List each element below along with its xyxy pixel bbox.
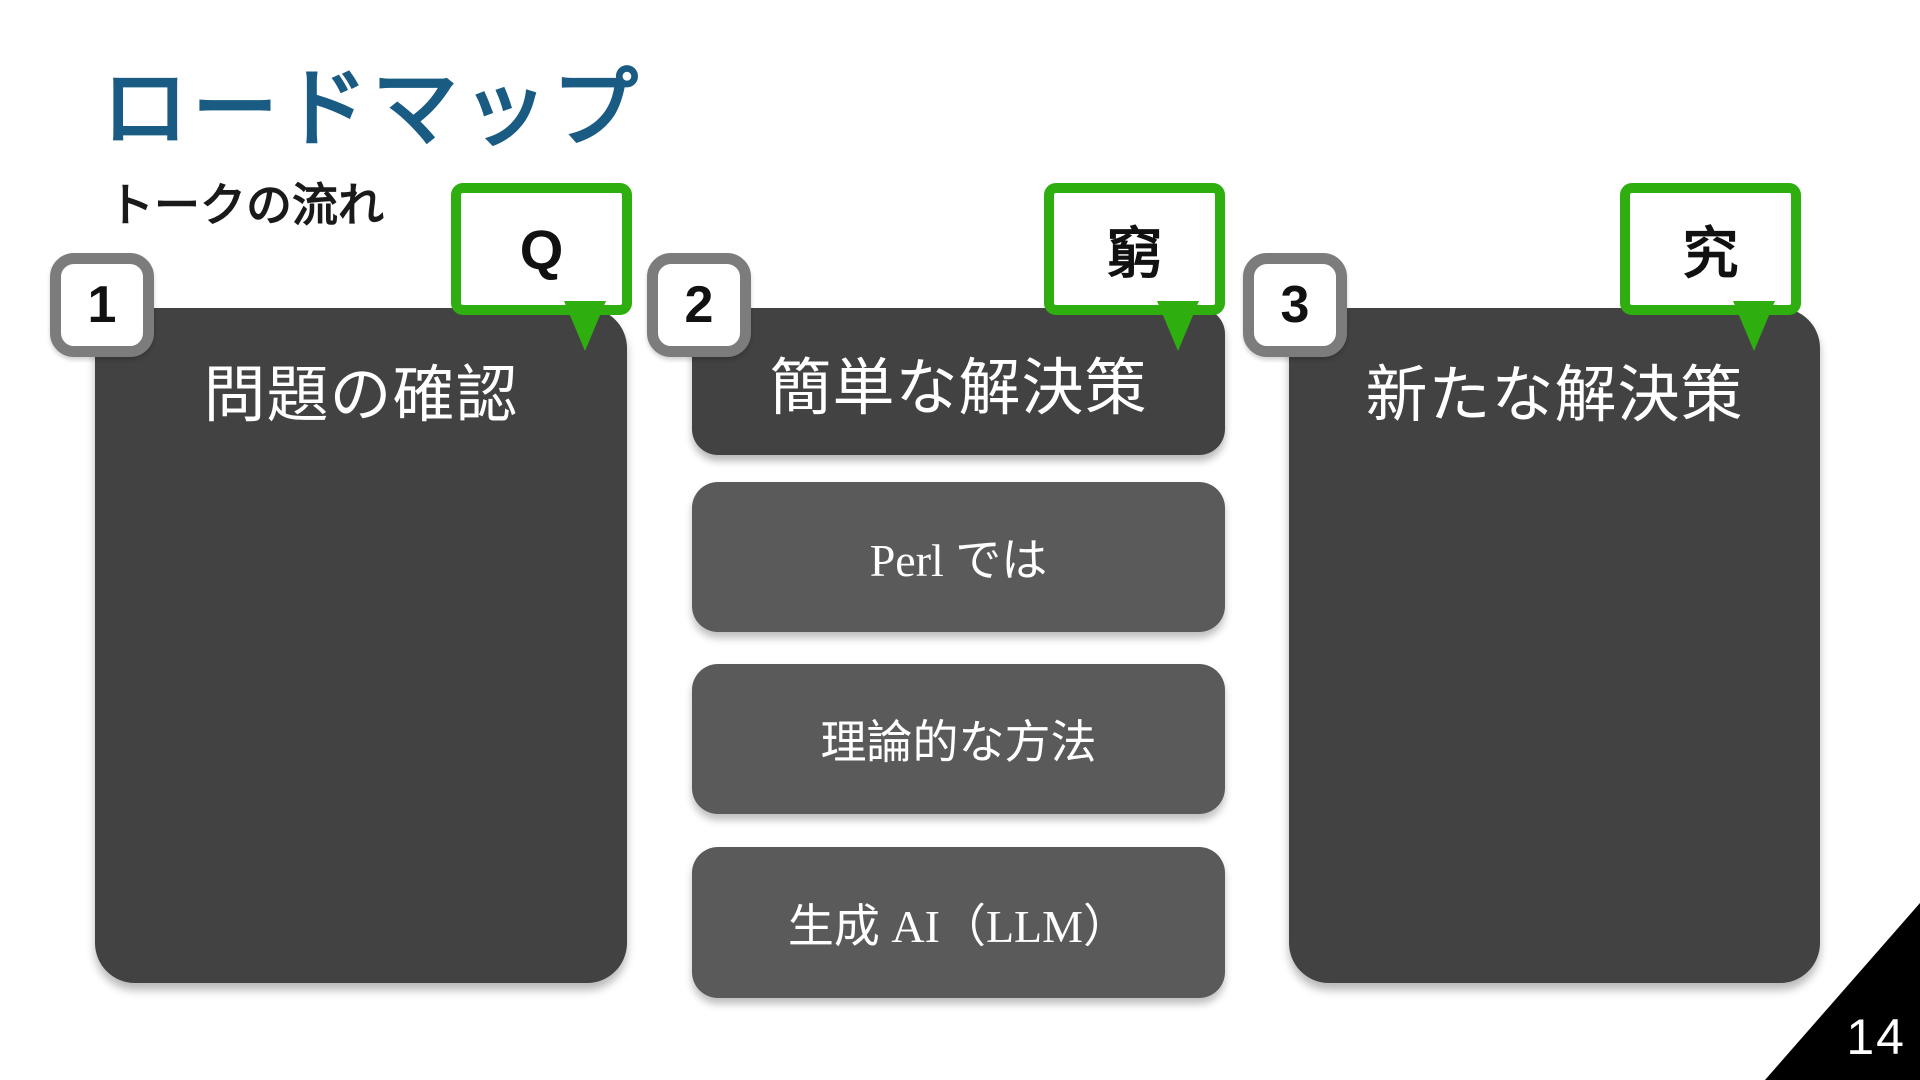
step-1-header: 問題の確認 <box>203 361 519 430</box>
step-2-item-theory-label: 理論的な方法 <box>820 717 1097 768</box>
slide-subtitle: トークの流れ <box>108 180 384 231</box>
step-2-item-theory: 理論的な方法 <box>692 664 1225 814</box>
callout-tail <box>1733 301 1775 351</box>
slide-title: ロードマップ <box>102 61 642 157</box>
step-1-number: 1 <box>87 276 117 334</box>
callout-tail <box>1157 301 1199 351</box>
step-2-callout-text: 窮 <box>1106 221 1163 285</box>
step-3-panel: 新たな解決策 <box>1289 308 1820 983</box>
step-2-header: 簡単な解決策 <box>769 353 1148 423</box>
callout-tail <box>564 301 606 351</box>
step-2-item-genai: 生成 AI（LLM） <box>692 847 1225 998</box>
step-1-number-badge: 1 <box>50 253 154 357</box>
page-number: 14 <box>1846 1009 1906 1065</box>
step-1-callout-bubble: Q <box>451 183 632 351</box>
step-2-header-box: 簡単な解決策 <box>692 308 1225 455</box>
step-2-item-perl: Perl では <box>692 482 1225 632</box>
step-1-callout-text: Q <box>519 217 564 281</box>
step-3-number: 3 <box>1280 276 1310 334</box>
step-2-item-genai-label: 生成 AI（LLM） <box>787 900 1130 952</box>
step-3-callout-bubble: 究 <box>1620 183 1801 351</box>
step-1-panel: 問題の確認 <box>95 308 627 983</box>
step-2-number: 2 <box>684 276 714 334</box>
step-3-callout-text: 究 <box>1682 221 1739 285</box>
step-2-callout-bubble: 窮 <box>1044 183 1225 351</box>
step-2-number-badge: 2 <box>647 253 751 357</box>
step-3-number-badge: 3 <box>1243 253 1347 357</box>
step-2-item-perl-label: Perl では <box>869 535 1048 586</box>
step-3-header: 新たな解決策 <box>1365 361 1744 430</box>
